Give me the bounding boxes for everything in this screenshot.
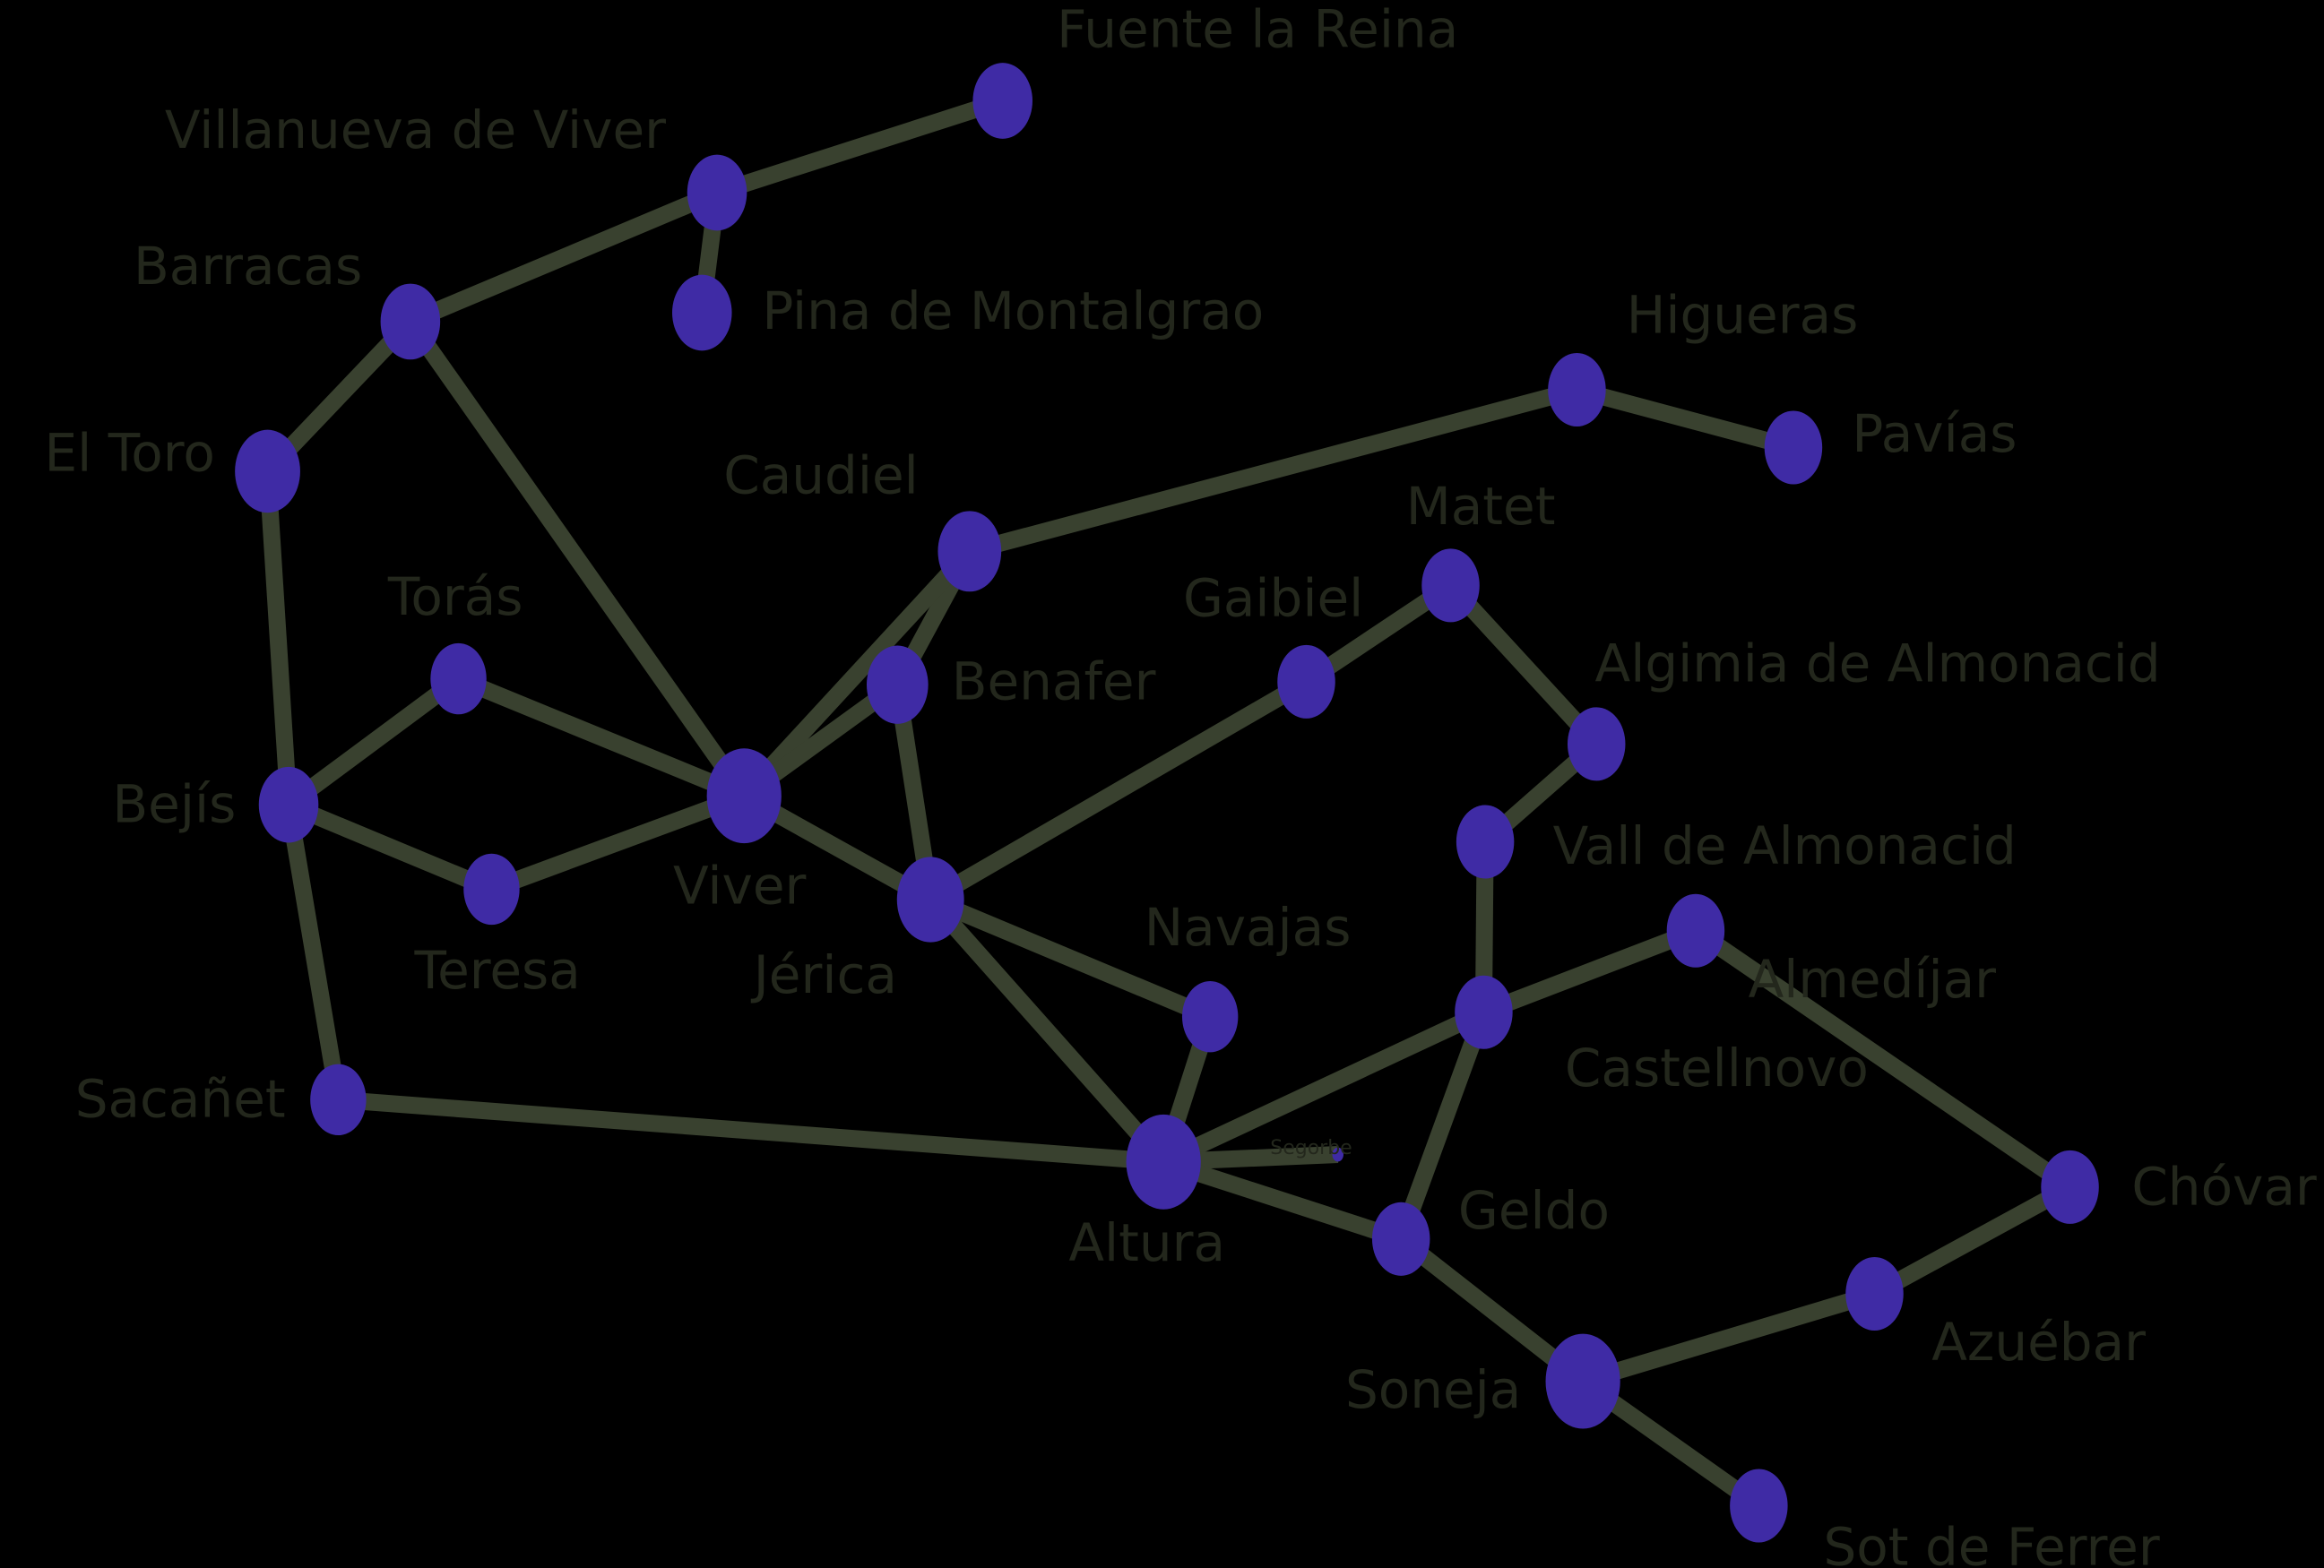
node-label-el_toro: El Toro (45, 423, 215, 484)
node-segorbe[interactable] (1332, 1147, 1343, 1162)
node-label-segorbe: Segorbe (1270, 1137, 1352, 1159)
edge-toras-viver (454, 670, 747, 805)
node-teresa[interactable] (463, 853, 520, 926)
node-label-almedijar: Almedíjar (1749, 949, 1997, 1010)
edge-fuente_la_reina-villanueva_de_viver (714, 92, 1006, 202)
node-geldo[interactable] (1371, 1202, 1430, 1276)
node-sacanet[interactable] (310, 1064, 367, 1136)
edge-azuebar-soneja (1580, 1285, 1878, 1390)
node-pina_de_montalgrao[interactable] (671, 274, 732, 351)
nodes-layer (235, 63, 2099, 1543)
node-algimia_de_almonacid[interactable] (1567, 707, 1626, 781)
node-label-villanueva_de_viver: Villanueva de Viver (165, 99, 666, 160)
node-viver[interactable] (706, 748, 782, 844)
node-label-toras: Torás (387, 566, 523, 627)
node-label-caudiel: Caudiel (723, 444, 919, 505)
edge-chovar-azuebar (1870, 1179, 2075, 1302)
node-castellnovo[interactable] (1455, 975, 1513, 1049)
edge-toras-bejis (283, 671, 464, 812)
edge-caudiel-viver (738, 545, 976, 802)
node-label-vall_de_almonacid: Vall de Almonacid (1553, 815, 2017, 876)
edge-higueras-pavias (1574, 381, 1796, 456)
node-label-altura: Altura (1068, 1212, 1225, 1273)
edge-viver-teresa (488, 788, 747, 898)
edge-almedijar-chovar (1690, 923, 2075, 1194)
node-altura[interactable] (1126, 1114, 1201, 1210)
node-label-sot_de_ferrer: Sot de Ferrer (1823, 1516, 2159, 1568)
node-navajas[interactable] (1181, 980, 1239, 1053)
node-label-chovar: Chóvar (2131, 1156, 2317, 1217)
node-label-benafer: Benafer (952, 650, 1156, 711)
node-barracas[interactable] (380, 283, 441, 360)
node-soneja[interactable] (1545, 1333, 1620, 1429)
node-almedijar[interactable] (1666, 893, 1725, 968)
edge-villanueva_de_viver-barracas (407, 185, 721, 330)
node-label-teresa: Teresa (414, 940, 581, 1001)
edge-jerica-navajas (927, 892, 1214, 1025)
node-label-viver: Viver (673, 856, 807, 917)
node-matet[interactable] (1421, 548, 1480, 623)
edge-jerica-altura (924, 893, 1171, 1168)
node-label-soneja: Soneja (1345, 1359, 1521, 1420)
node-el_toro[interactable] (235, 429, 300, 513)
node-toras[interactable] (430, 642, 487, 715)
node-label-castellnovo: Castellnovo (1565, 1038, 1869, 1098)
node-label-higueras: Higueras (1627, 285, 1859, 346)
edge-sacanet-altura (337, 1090, 1164, 1171)
node-label-azuebar: Azuébar (1931, 1312, 2146, 1373)
node-label-bejis: Bejís (112, 774, 236, 835)
node-label-matet: Matet (1406, 476, 1556, 537)
node-higueras[interactable] (1548, 352, 1606, 427)
node-jerica[interactable] (896, 857, 964, 943)
node-label-jerica: Jérica (751, 944, 897, 1005)
node-label-gaibiel: Gaibiel (1183, 568, 1363, 629)
node-label-pavias: Pavías (1852, 403, 2017, 464)
node-label-navajas: Navajas (1145, 897, 1352, 958)
node-label-algimia_de_almonacid: Algimia de Almonacid (1595, 633, 2161, 694)
node-vall_de_almonacid[interactable] (1456, 805, 1515, 879)
edge-castellnovo-altura (1160, 1004, 1488, 1170)
node-bejis[interactable] (258, 766, 319, 843)
edge-higueras-caudiel (967, 381, 1579, 560)
node-label-barracas: Barracas (134, 236, 362, 297)
node-azuebar[interactable] (1845, 1256, 1904, 1331)
node-pavias[interactable] (1764, 410, 1823, 485)
node-gaibiel[interactable] (1277, 644, 1335, 719)
node-label-pina_de_montalgrao: Pina de Montalgrao (762, 280, 1264, 341)
node-label-geldo: Geldo (1458, 1180, 1610, 1241)
node-label-sacanet: Sacañet (75, 1069, 286, 1130)
node-sot_de_ferrer[interactable] (1730, 1469, 1788, 1543)
edge-bejis-teresa (285, 797, 496, 898)
edge-barracas-viver (403, 316, 751, 801)
node-benafer[interactable] (866, 645, 929, 724)
node-fuente_la_reina[interactable] (972, 63, 1032, 139)
edge-bejis-sacanet (280, 803, 347, 1101)
edge-el_toro-bejis (259, 470, 298, 806)
edge-castellnovo-geldo (1393, 1009, 1492, 1243)
edge-gaibiel-jerica (926, 674, 1311, 908)
edge-almedijar-castellnovo (1481, 922, 1699, 1021)
node-label-fuente_la_reina: Fuente la Reina (1057, 0, 1458, 59)
node-caudiel[interactable] (937, 511, 1002, 592)
node-chovar[interactable] (2041, 1150, 2099, 1224)
edge-matet-algimia_de_almonacid (1444, 579, 1603, 750)
node-villanueva_de_viver[interactable] (687, 154, 747, 231)
edge-altura-geldo (1161, 1153, 1404, 1247)
